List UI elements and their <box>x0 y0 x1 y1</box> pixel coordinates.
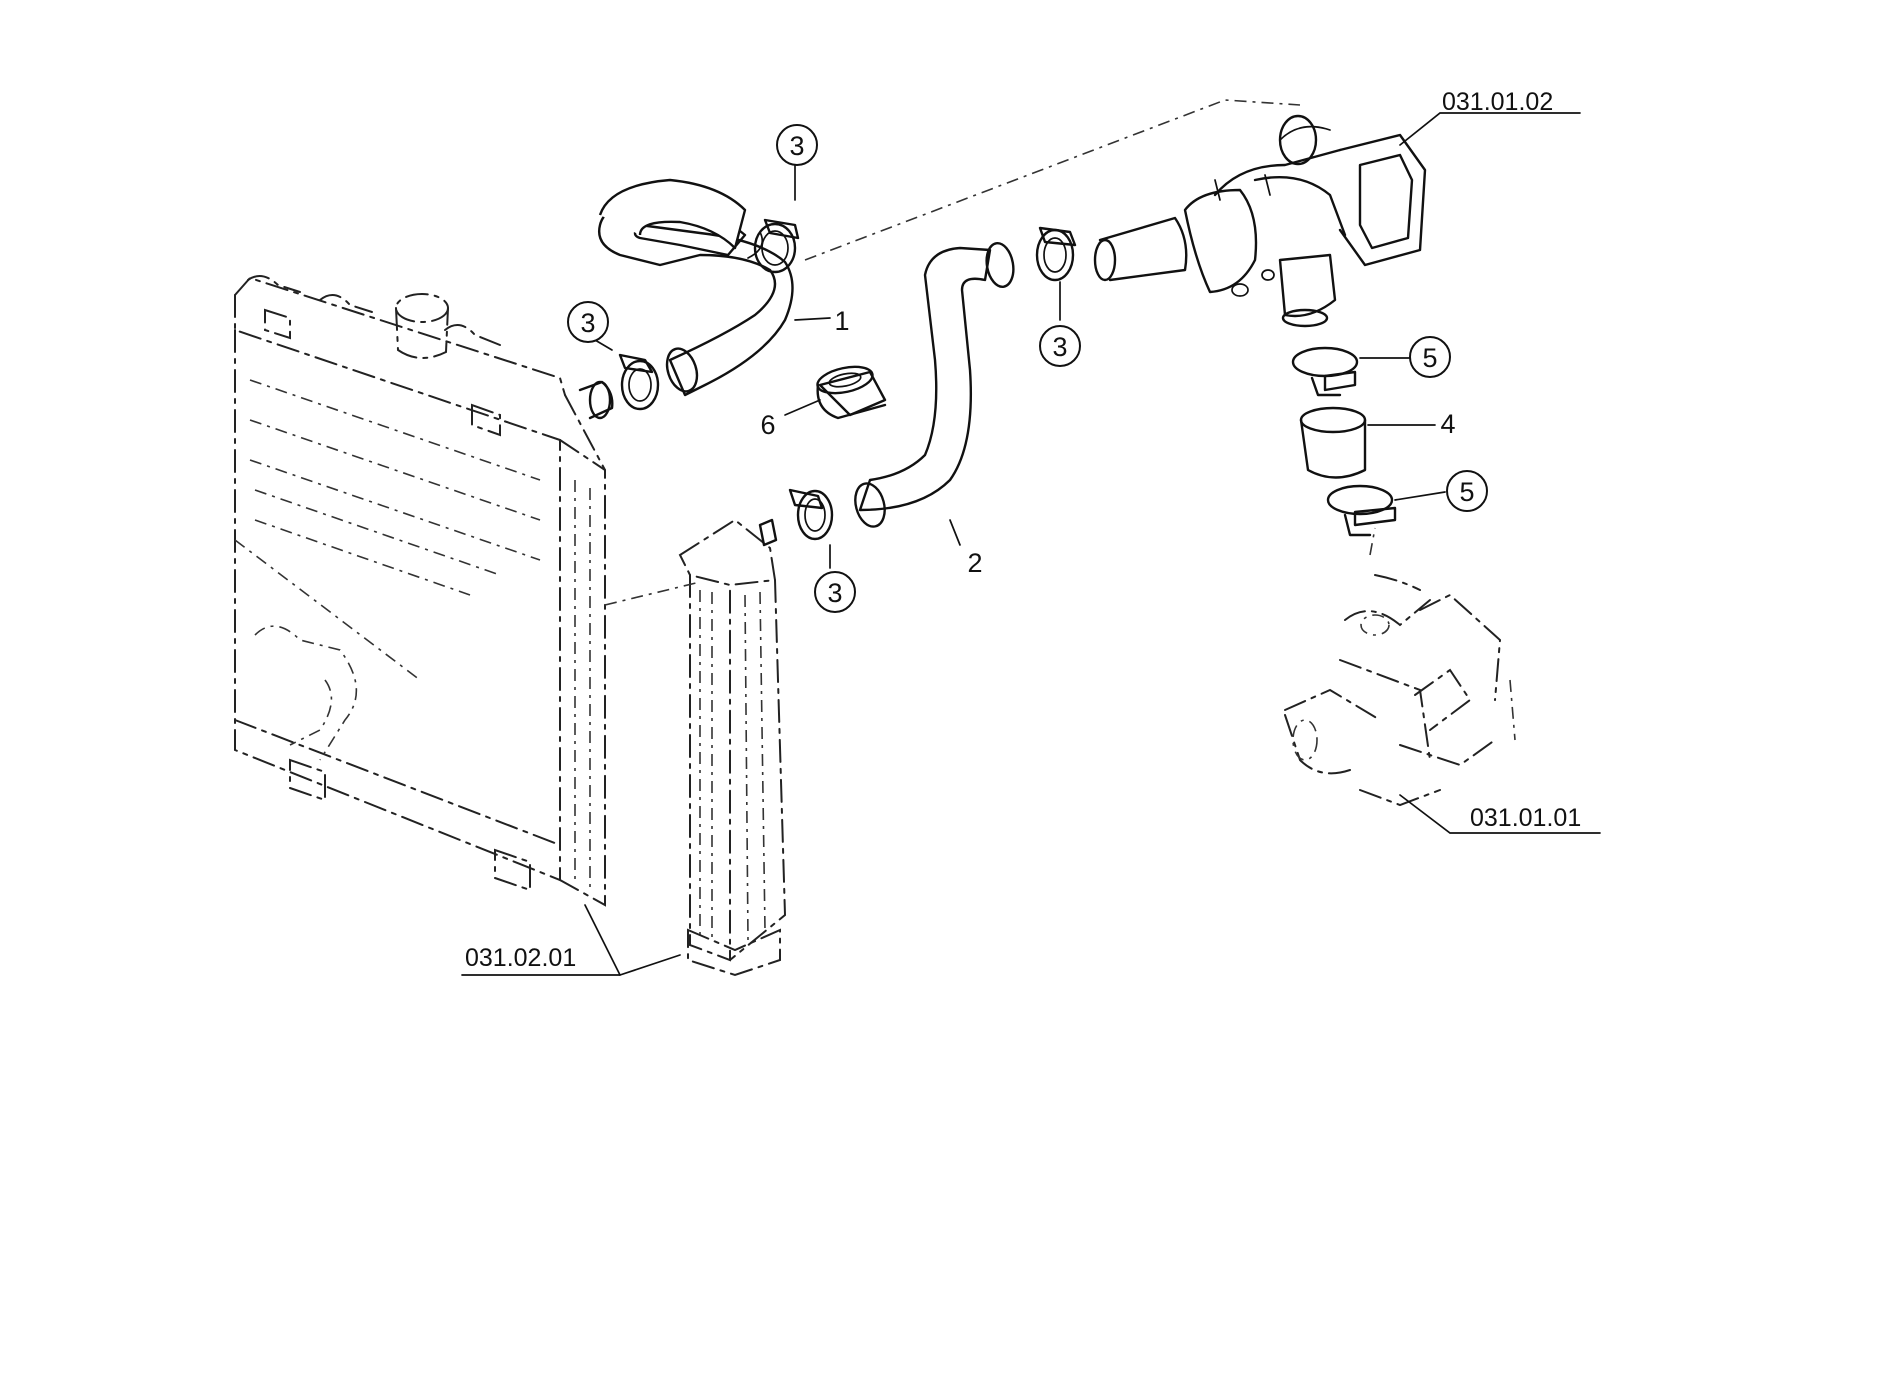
engine-block <box>1284 574 1516 807</box>
link-line <box>234 539 421 681</box>
callout-clamp-3d: 3 <box>827 578 842 608</box>
oil-cooler <box>678 518 787 977</box>
callout-clamp-5a: 5 <box>1422 343 1437 373</box>
thermostat-housing <box>1093 114 1427 328</box>
callout-clamp-3b: 3 <box>580 308 595 338</box>
radiator <box>234 275 614 907</box>
clamp-5a-drawing <box>1291 346 1359 397</box>
callout-hose-2: 2 <box>967 548 982 578</box>
ring-6 <box>816 365 887 420</box>
callout-sleeve-4: 4 <box>1440 409 1455 439</box>
callout-clamp-3c: 3 <box>1052 332 1067 362</box>
clamp-5b-drawing <box>1326 484 1397 537</box>
ref-radiator: 031.02.01 <box>465 944 576 972</box>
clamp-3c-drawing <box>788 488 834 541</box>
ref-engine-block: 031.01.01 <box>1470 804 1581 832</box>
hose-2 <box>854 242 1015 528</box>
clamp-3e-drawing <box>618 353 660 411</box>
reference-line <box>804 99 1301 261</box>
sleeve-4 <box>1299 406 1367 479</box>
ref-engine-thermostat: 031.01.02 <box>1442 88 1553 116</box>
link-line <box>604 581 701 606</box>
clamp-3a-drawing <box>753 218 800 274</box>
callout-hose-1: 1 <box>834 306 849 336</box>
callout-ring-6: 6 <box>760 410 775 440</box>
callout-clamp-5b: 5 <box>1459 477 1474 507</box>
reference-line <box>1369 527 1376 556</box>
clamp-3b-drawing <box>1035 226 1077 282</box>
callout-clamp-3a: 3 <box>789 131 804 161</box>
hose-1 <box>598 178 794 397</box>
